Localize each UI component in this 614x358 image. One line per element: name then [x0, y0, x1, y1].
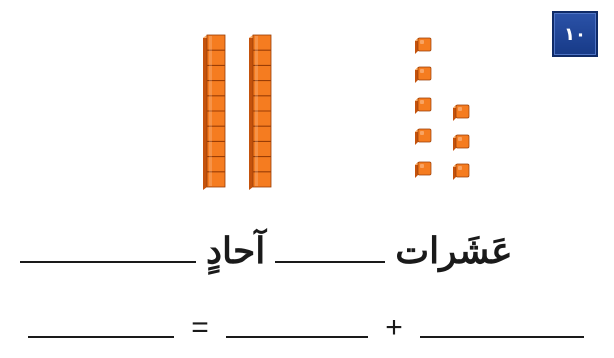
ones-cube	[415, 161, 432, 178]
tens-answer-blank[interactable]	[275, 261, 386, 263]
ones-cube	[415, 128, 432, 145]
ones-cube	[415, 37, 432, 54]
sum-blank[interactable]	[28, 336, 174, 338]
exercise-number-badge: ١٠	[552, 11, 598, 57]
exercise-number: ١٠	[564, 23, 586, 45]
tens-rod	[249, 34, 272, 190]
ones-cube	[453, 163, 470, 180]
addend-blank-2[interactable]	[226, 336, 368, 338]
ones-answer-blank[interactable]	[20, 261, 196, 263]
ones-cube	[415, 66, 432, 83]
place-value-sentence: عَشَرات آحادٍ	[20, 217, 580, 269]
base-ten-blocks-illustration	[203, 34, 470, 190]
tens-word: عَشَرات	[395, 230, 513, 272]
ones-cube	[453, 104, 470, 121]
tens-rod	[203, 34, 226, 190]
addition-equation: = +	[28, 293, 584, 343]
equals-sign: =	[191, 311, 209, 344]
plus-sign: +	[385, 311, 403, 344]
ones-cube	[415, 97, 432, 114]
addend-blank-1[interactable]	[420, 336, 584, 338]
ones-cube	[453, 134, 470, 151]
ones-word: آحادٍ	[206, 230, 266, 272]
